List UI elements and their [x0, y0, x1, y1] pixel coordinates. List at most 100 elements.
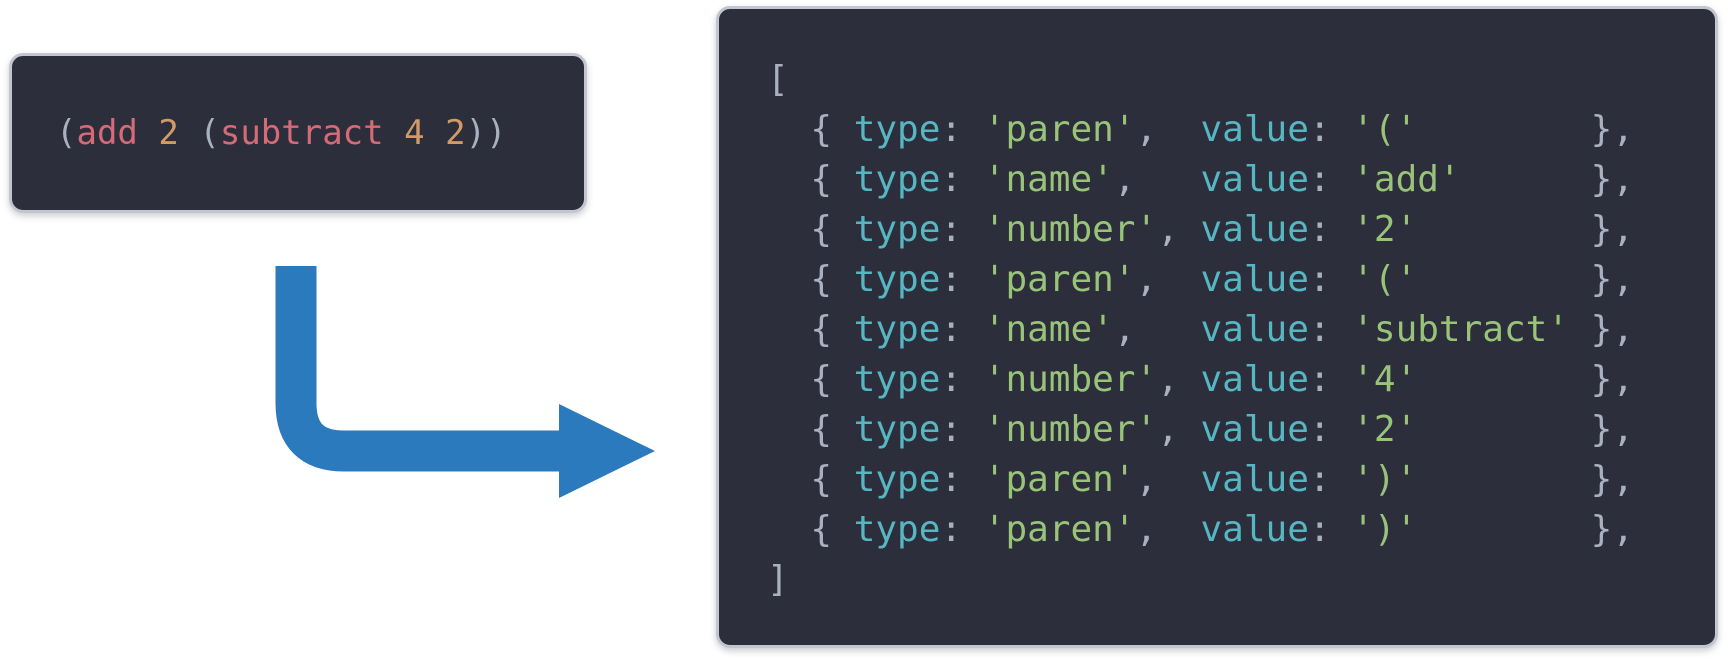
- code-segment-number: 2: [445, 113, 466, 153]
- open-brace: {: [810, 359, 854, 400]
- open-brace: {: [810, 509, 854, 550]
- token-value-cell: '(': [1352, 105, 1590, 155]
- token-row: { type: 'paren',value: '('},: [767, 105, 1715, 155]
- token-row: { type: 'paren',value: ')'},: [767, 505, 1715, 555]
- colon: :: [1308, 209, 1353, 250]
- token-value-string: '2': [1352, 209, 1418, 250]
- token-value-string: 'subtract': [1352, 309, 1569, 350]
- token-type-string: 'paren': [983, 259, 1136, 300]
- comma: ,: [1157, 359, 1179, 400]
- token-type-string: 'name': [983, 309, 1114, 350]
- token-row: { type: 'name',value: 'add'},: [767, 155, 1715, 205]
- token-value-cell: 'add': [1352, 155, 1590, 205]
- token-type-cell: 'name',: [984, 155, 1201, 205]
- colon: :: [1308, 159, 1353, 200]
- token-value-string: ')': [1352, 509, 1418, 550]
- token-type-key: type: [853, 209, 941, 250]
- token-type-cell: 'paren',: [984, 455, 1201, 505]
- token-type-key: type: [853, 109, 941, 150]
- comma: ,: [1135, 109, 1158, 150]
- token-row: { type: 'number',value: '2'},: [767, 205, 1715, 255]
- token-value-key: value: [1200, 509, 1309, 550]
- comma: ,: [1157, 209, 1179, 250]
- source-code-card: (add 2 (subtract 4 2)): [9, 53, 587, 213]
- token-type-cell: 'name',: [984, 305, 1201, 355]
- token-value-string: '(': [1352, 109, 1418, 150]
- close-brace: },: [1590, 109, 1634, 150]
- open-brace: {: [810, 159, 854, 200]
- token-rows: { type: 'paren',value: '('},{ type: 'nam…: [767, 105, 1715, 555]
- token-value-key: value: [1200, 459, 1309, 500]
- code-segment-fn_name: subtract: [219, 113, 384, 153]
- colon: :: [940, 259, 984, 300]
- close-brace: },: [1590, 459, 1634, 500]
- comma: ,: [1135, 509, 1158, 550]
- token-type-cell: 'paren',: [984, 105, 1201, 155]
- code-segment-punct: [138, 113, 158, 153]
- open-brace: {: [810, 459, 854, 500]
- code-segment-punct: [179, 113, 199, 153]
- token-type-cell: 'number',: [984, 205, 1201, 255]
- token-value-string: '4': [1352, 359, 1418, 400]
- token-row: { type: 'paren',value: ')'},: [767, 455, 1715, 505]
- token-row: { type: 'number',value: '2'},: [767, 405, 1715, 455]
- token-value-key: value: [1200, 309, 1309, 350]
- colon: :: [1308, 309, 1353, 350]
- token-type-string: 'name': [983, 159, 1114, 200]
- token-value-cell: ')': [1352, 505, 1590, 555]
- token-value-string: 'add': [1352, 159, 1461, 200]
- colon: :: [1308, 409, 1353, 450]
- token-value-cell: '4': [1352, 355, 1590, 405]
- colon: :: [1308, 359, 1353, 400]
- array-close-bracket: ]: [767, 559, 789, 600]
- token-type-key: type: [853, 259, 941, 300]
- colon: :: [940, 309, 984, 350]
- token-type-cell: 'number',: [984, 355, 1201, 405]
- comma: ,: [1113, 309, 1136, 350]
- token-value-cell: ')': [1352, 455, 1590, 505]
- token-type-string: 'paren': [983, 509, 1136, 550]
- token-type-key: type: [853, 359, 941, 400]
- tokens-output-card: [ { type: 'paren',value: '('},{ type: 'n…: [716, 6, 1718, 648]
- code-segment-punct: )): [465, 113, 507, 153]
- token-type-key: type: [853, 459, 941, 500]
- code-segment-punct: [384, 113, 404, 153]
- colon: :: [940, 509, 984, 550]
- token-type-string: 'number': [983, 359, 1158, 400]
- token-type-key: type: [853, 409, 941, 450]
- token-type-cell: 'paren',: [984, 505, 1201, 555]
- colon: :: [1308, 259, 1353, 300]
- code-segment-punct: (: [199, 113, 220, 153]
- source-code-line: (add 2 (subtract 4 2)): [12, 113, 507, 153]
- code-segment-number: 4: [404, 113, 425, 153]
- code-segment-punct: (: [56, 113, 77, 153]
- token-type-string: 'paren': [983, 459, 1136, 500]
- token-value-key: value: [1200, 359, 1309, 400]
- token-value-string: '(': [1352, 259, 1418, 300]
- token-value-key: value: [1200, 259, 1309, 300]
- token-type-string: 'paren': [983, 109, 1136, 150]
- code-segment-punct: [425, 113, 445, 153]
- colon: :: [940, 359, 984, 400]
- token-type-key: type: [853, 509, 941, 550]
- close-brace: },: [1590, 209, 1634, 250]
- close-brace: },: [1590, 509, 1634, 550]
- token-value-cell: '2': [1352, 405, 1590, 455]
- comma: ,: [1157, 409, 1179, 450]
- colon: :: [940, 409, 984, 450]
- token-type-string: 'number': [983, 409, 1158, 450]
- open-brace: {: [810, 259, 854, 300]
- close-brace: },: [1590, 259, 1634, 300]
- token-value-cell: '2': [1352, 205, 1590, 255]
- token-value-key: value: [1200, 159, 1309, 200]
- token-value-string: '2': [1352, 409, 1418, 450]
- token-value-key: value: [1200, 409, 1309, 450]
- token-type-key: type: [853, 159, 941, 200]
- comma: ,: [1135, 259, 1158, 300]
- close-brace: },: [1590, 159, 1634, 200]
- close-brace: },: [1590, 359, 1634, 400]
- token-row: { type: 'number',value: '4'},: [767, 355, 1715, 405]
- comma: ,: [1113, 159, 1136, 200]
- token-value-cell: '(': [1352, 255, 1590, 305]
